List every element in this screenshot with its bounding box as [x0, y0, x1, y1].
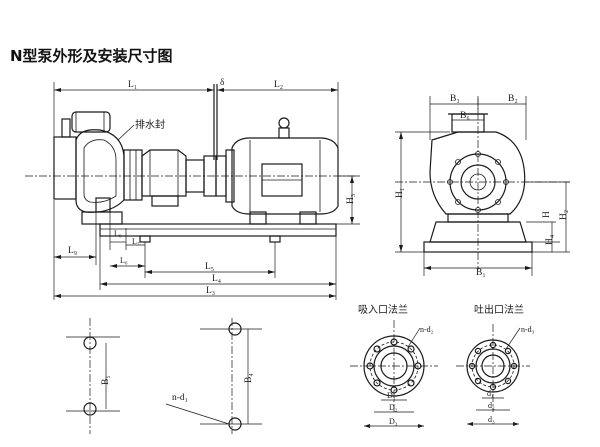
side-base: [423, 241, 533, 253]
dim-D1: D₁: [387, 391, 396, 400]
dim-L7: L₇: [132, 237, 140, 246]
suction-flange: 吸入口法兰 n-d₂ D₁ D₂ D₃: [350, 303, 438, 428]
dim-L9: L₉: [68, 246, 77, 256]
dim-B1: B₁: [476, 268, 486, 278]
dim-B3: B₃: [450, 94, 460, 104]
dim-L8: L₈: [114, 229, 122, 238]
dim-D2: D₂: [389, 403, 398, 412]
bolt-hole: [228, 322, 242, 336]
coupling: [203, 84, 227, 197]
drawing-title: N型泵外形及安装尺寸图: [10, 47, 173, 65]
dim-B4: B₄: [244, 373, 254, 383]
volute-casing: [429, 131, 526, 215]
base-plate: [81, 211, 337, 243]
dim-L6: L₆: [120, 256, 128, 265]
suction-spec-nd2: n-d₂: [420, 325, 434, 334]
dim-D3: D₃: [389, 417, 398, 426]
dim-d3: d₃: [488, 415, 495, 424]
bolt-hole: [83, 336, 97, 350]
side-view: B₃ B₂ B₆ H₁ H₂ H₄ H B₁: [395, 94, 570, 278]
discharge-flange-caption: 吐出口法兰: [474, 303, 524, 316]
bolt-spec-nd1: n-d₁: [172, 393, 188, 403]
dim-H2: H₂: [559, 210, 569, 220]
bolt-plan: B₅ B₄ n-d₁: [66, 318, 262, 434]
bearing-housing: [141, 149, 205, 207]
dim-d1: d₁: [487, 389, 494, 398]
dim-B6: B₆: [460, 111, 470, 121]
dim-L1: L₁: [128, 80, 137, 90]
discharge-flange: 吐出口法兰 n-d₃ d₁ d₂ d₃: [456, 303, 535, 426]
dim-B5: B₅: [101, 375, 111, 385]
dim-B2: B₂: [508, 94, 518, 104]
dim-H4: H₄: [545, 235, 555, 245]
dim-H3: H₃: [346, 194, 356, 204]
dim-L3: L₃: [206, 286, 215, 296]
suction-flange-caption: 吸入口法兰: [358, 303, 408, 316]
seal-water-label: 排水封: [135, 118, 165, 131]
front-dimensions: L₁ δ L₂ H₃ L₉ L₈ L₇ L₆: [53, 78, 360, 300]
dim-H: H: [542, 211, 552, 218]
dim-L2: L₂: [274, 80, 283, 90]
dim-delta: δ: [220, 78, 225, 88]
bolt-hole: [83, 402, 97, 416]
dim-L5: L₅: [205, 262, 214, 272]
front-view: 排水封: [25, 84, 355, 243]
dim-d2: d₂: [488, 401, 495, 410]
discharge-spec-nd3: n-d₃: [521, 325, 535, 334]
suction-flange-circle: [449, 153, 507, 211]
electric-motor: [225, 117, 339, 225]
pump-casing: [53, 111, 143, 213]
dim-L4: L₄: [212, 274, 221, 284]
dim-H1: H₁: [395, 188, 405, 198]
